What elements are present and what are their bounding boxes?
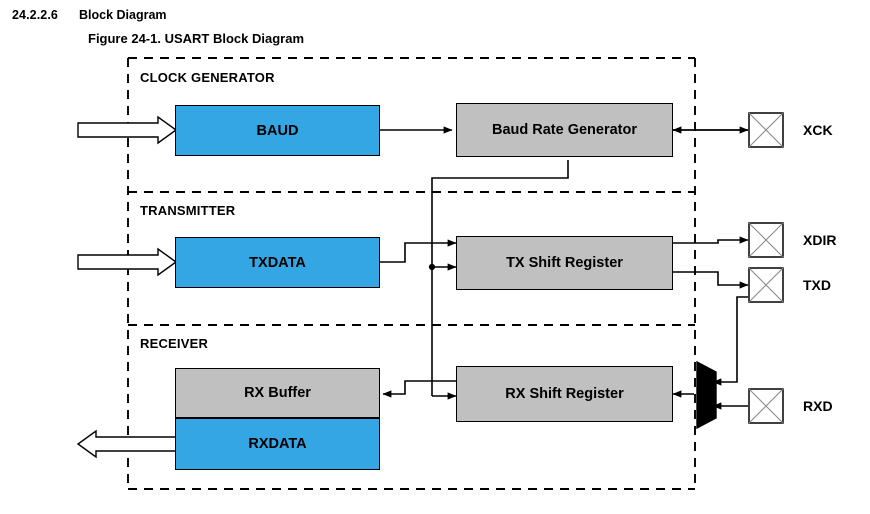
section-label-clock-generator: CLOCK GENERATOR <box>140 70 275 85</box>
block-rx-shift-register[interactable]: RX Shift Register <box>456 366 673 422</box>
block-baud[interactable]: BAUD <box>175 105 380 156</box>
block-rxdata[interactable]: RXDATA <box>175 418 380 470</box>
wire-tx-shift-to-txd <box>673 271 749 289</box>
clock-bus <box>431 160 569 396</box>
section-label-receiver: RECEIVER <box>140 336 209 351</box>
clock-junction-dot-tx <box>428 263 436 271</box>
block-tx-shift-register[interactable]: TX Shift Register <box>456 236 673 290</box>
block-tx-shift-register-label: TX Shift Register <box>506 255 623 271</box>
wire-tx-shift-to-xdir <box>673 236 749 244</box>
block-txdata-label: TXDATA <box>249 254 306 271</box>
block-baud-rate-generator[interactable]: Baud Rate Generator <box>456 103 673 157</box>
figure-caption: Figure 24-1. USART Block Diagram <box>88 31 304 46</box>
wire-rx-shift-to-rx-buffer <box>382 380 456 398</box>
block-baud-label: BAUD <box>256 122 299 139</box>
block-rx-shift-register-label: RX Shift Register <box>505 386 624 402</box>
bus-arrow-from-rxdata <box>76 429 177 459</box>
pin-label-rxd: RXD <box>803 398 833 414</box>
wire-txd-loopback-to-mux <box>712 296 748 386</box>
bus-arrow-into-baud <box>77 115 178 145</box>
pin-squares <box>748 112 784 424</box>
wire-txdata-to-tx-shift <box>380 239 457 263</box>
section-number: 24.2.2.6 <box>12 8 58 22</box>
pin-label-xdir: XDIR <box>803 232 837 248</box>
section-label-transmitter: TRANSMITTER <box>140 203 236 218</box>
block-rx-buffer[interactable]: RX Buffer <box>175 368 380 418</box>
section-title: Block Diagram <box>79 8 167 22</box>
rx-input-mux-shape <box>696 360 717 430</box>
pin-label-txd: TXD <box>803 277 831 293</box>
bus-arrow-into-txdata <box>77 247 178 277</box>
block-baud-rate-generator-label: Baud Rate Generator <box>491 122 638 138</box>
block-rxdata-label: RXDATA <box>248 436 307 452</box>
pin-label-xck: XCK <box>803 122 833 138</box>
block-rx-buffer-label: RX Buffer <box>244 385 311 401</box>
pin-square-diagonals <box>748 112 784 424</box>
block-txdata[interactable]: TXDATA <box>175 237 380 288</box>
